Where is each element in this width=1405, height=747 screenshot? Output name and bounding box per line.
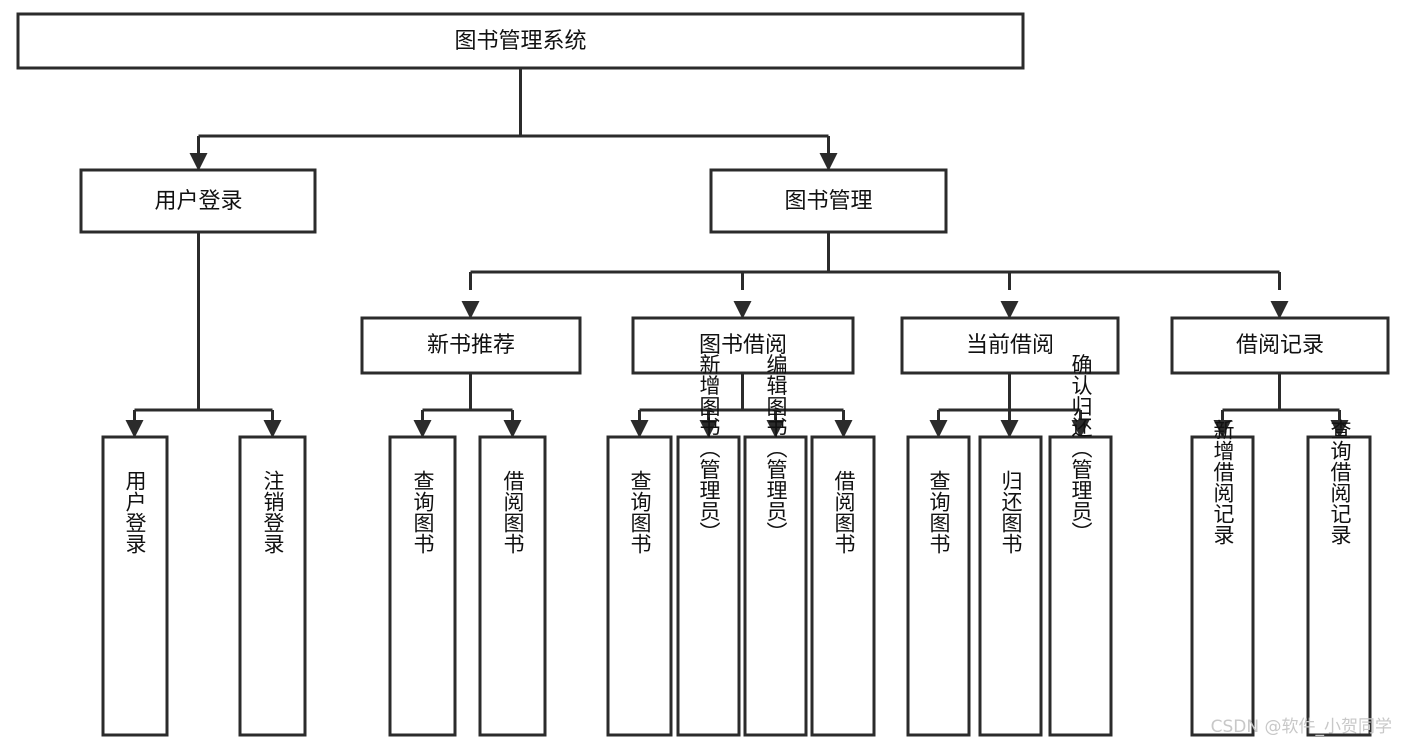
node-current-borrow-box[interactable] — [900, 316, 1120, 375]
node-leaf-user-login[interactable]: 用户登录 — [101, 435, 169, 737]
node-borrow-record[interactable]: 借阅记录 — [1170, 316, 1390, 375]
node-leaf-query-book-current-box[interactable] — [906, 435, 971, 737]
node-leaf-query-book-recommend-box[interactable] — [388, 435, 457, 737]
node-leaf-user-login-box[interactable] — [101, 435, 169, 737]
node-user-login[interactable]: 用户登录 — [79, 168, 317, 234]
node-book-management-box[interactable] — [709, 168, 948, 234]
arrow-l2-1-to-leaf-4 — [630, 420, 649, 438]
node-user-login-label: 用户登录 — [154, 189, 242, 214]
node-leaf-logout-label: 注销登录 — [261, 470, 285, 554]
node-current-borrow[interactable]: 当前借阅 — [900, 316, 1120, 375]
node-leaf-confirm-return-admin[interactable]: 确认归还（管理员） — [1048, 354, 1113, 737]
node-leaf-add-borrow-record[interactable]: 新增借阅记录 — [1190, 419, 1255, 737]
node-leaf-query-book-recommend[interactable]: 查询图书 — [388, 435, 457, 737]
connector-layer — [125, 68, 1349, 438]
node-leaf-query-borrow-record-box[interactable] — [1306, 435, 1372, 737]
node-new-book-recommend-label: 新书推荐 — [427, 333, 515, 358]
node-leaf-add-book-admin-box[interactable] — [676, 435, 741, 737]
node-leaf-return-book-label: 归还图书 — [999, 470, 1023, 554]
node-book-borrow[interactable]: 图书借阅 — [631, 316, 855, 375]
node-leaf-query-borrow-record[interactable]: 查询借阅记录 — [1306, 419, 1372, 737]
node-borrow-record-label: 借阅记录 — [1236, 333, 1324, 358]
node-new-book-recommend-box[interactable] — [360, 316, 582, 375]
arrow-l1-1-to-l2-1 — [733, 301, 752, 319]
csdn-watermark: CSDN @软件_小贺同学 — [1211, 717, 1392, 737]
node-leaf-query-book-borrow[interactable]: 查询图书 — [606, 435, 673, 737]
arrow-root-to-l1-1 — [819, 153, 838, 171]
node-new-book-recommend[interactable]: 新书推荐 — [360, 316, 582, 375]
node-leaf-query-book-recommend-label: 查询图书 — [411, 470, 435, 554]
node-borrow-record-box[interactable] — [1170, 316, 1390, 375]
node-leaf-borrow-book-recommend[interactable]: 借阅图书 — [478, 435, 547, 737]
arrow-l1-1-to-l2-3 — [1270, 301, 1289, 319]
node-leaf-edit-book-admin-label: 编辑图书（管理员） — [764, 354, 788, 543]
node-leaf-borrow-book-label: 借阅图书 — [832, 470, 856, 554]
node-leaf-query-book-borrow-label: 查询图书 — [628, 470, 652, 554]
arrow-root-to-l1-0 — [189, 153, 208, 171]
node-leaf-add-borrow-record-box[interactable] — [1190, 435, 1255, 737]
node-leaf-edit-book-admin-box[interactable] — [743, 435, 808, 737]
node-leaf-borrow-book-box[interactable] — [810, 435, 876, 737]
arrow-l1-1-to-l2-0 — [461, 301, 480, 319]
node-leaf-confirm-return-admin-label: 确认归还（管理员） — [1069, 354, 1093, 543]
arrow-l2-2-to-leaf-9 — [1000, 420, 1019, 438]
node-leaf-add-book-admin[interactable]: 新增图书（管理员） — [676, 354, 741, 737]
node-leaf-query-book-current-label: 查询图书 — [927, 470, 951, 554]
node-root[interactable]: 图书管理系统 — [16, 12, 1025, 70]
node-leaf-return-book[interactable]: 归还图书 — [978, 435, 1043, 737]
node-leaf-query-borrow-record-label: 查询借阅记录 — [1328, 419, 1352, 545]
node-book-borrow-label: 图书借阅 — [699, 333, 787, 358]
arrow-l2-2-to-leaf-8 — [929, 420, 948, 438]
arrow-l1-1-to-l2-2 — [1000, 301, 1019, 319]
node-leaf-user-login-label: 用户登录 — [123, 470, 147, 554]
node-leaf-query-book-borrow-box[interactable] — [606, 435, 673, 737]
node-book-borrow-box[interactable] — [631, 316, 855, 375]
arrow-l1-0-to-leaf-1 — [263, 420, 282, 438]
node-leaf-edit-book-admin[interactable]: 编辑图书（管理员） — [743, 354, 808, 737]
node-user-login-box[interactable] — [79, 168, 317, 234]
node-leaf-query-book-current[interactable]: 查询图书 — [906, 435, 971, 737]
node-leaf-add-borrow-record-label: 新增借阅记录 — [1211, 419, 1235, 545]
node-leaf-logout[interactable]: 注销登录 — [238, 435, 307, 737]
node-leaf-add-book-admin-label: 新增图书（管理员） — [697, 354, 721, 543]
node-root-box[interactable] — [16, 12, 1025, 70]
node-leaf-borrow-book-recommend-box[interactable] — [478, 435, 547, 737]
arrow-l2-0-to-leaf-2 — [413, 420, 432, 438]
node-leaf-logout-box[interactable] — [238, 435, 307, 737]
node-leaf-return-book-box[interactable] — [978, 435, 1043, 737]
node-leaf-confirm-return-admin-box[interactable] — [1048, 435, 1113, 737]
node-leaf-borrow-book[interactable]: 借阅图书 — [810, 435, 876, 737]
node-current-borrow-label: 当前借阅 — [966, 333, 1054, 358]
node-leaf-borrow-book-recommend-label: 借阅图书 — [501, 470, 525, 554]
arrow-l1-0-to-leaf-0 — [125, 420, 144, 438]
node-book-management[interactable]: 图书管理 — [709, 168, 948, 234]
node-root-label: 图书管理系统 — [454, 29, 586, 54]
arrow-l2-1-to-leaf-7 — [834, 420, 853, 438]
node-book-management-label: 图书管理 — [784, 189, 872, 214]
arrow-l2-0-to-leaf-3 — [503, 420, 522, 438]
